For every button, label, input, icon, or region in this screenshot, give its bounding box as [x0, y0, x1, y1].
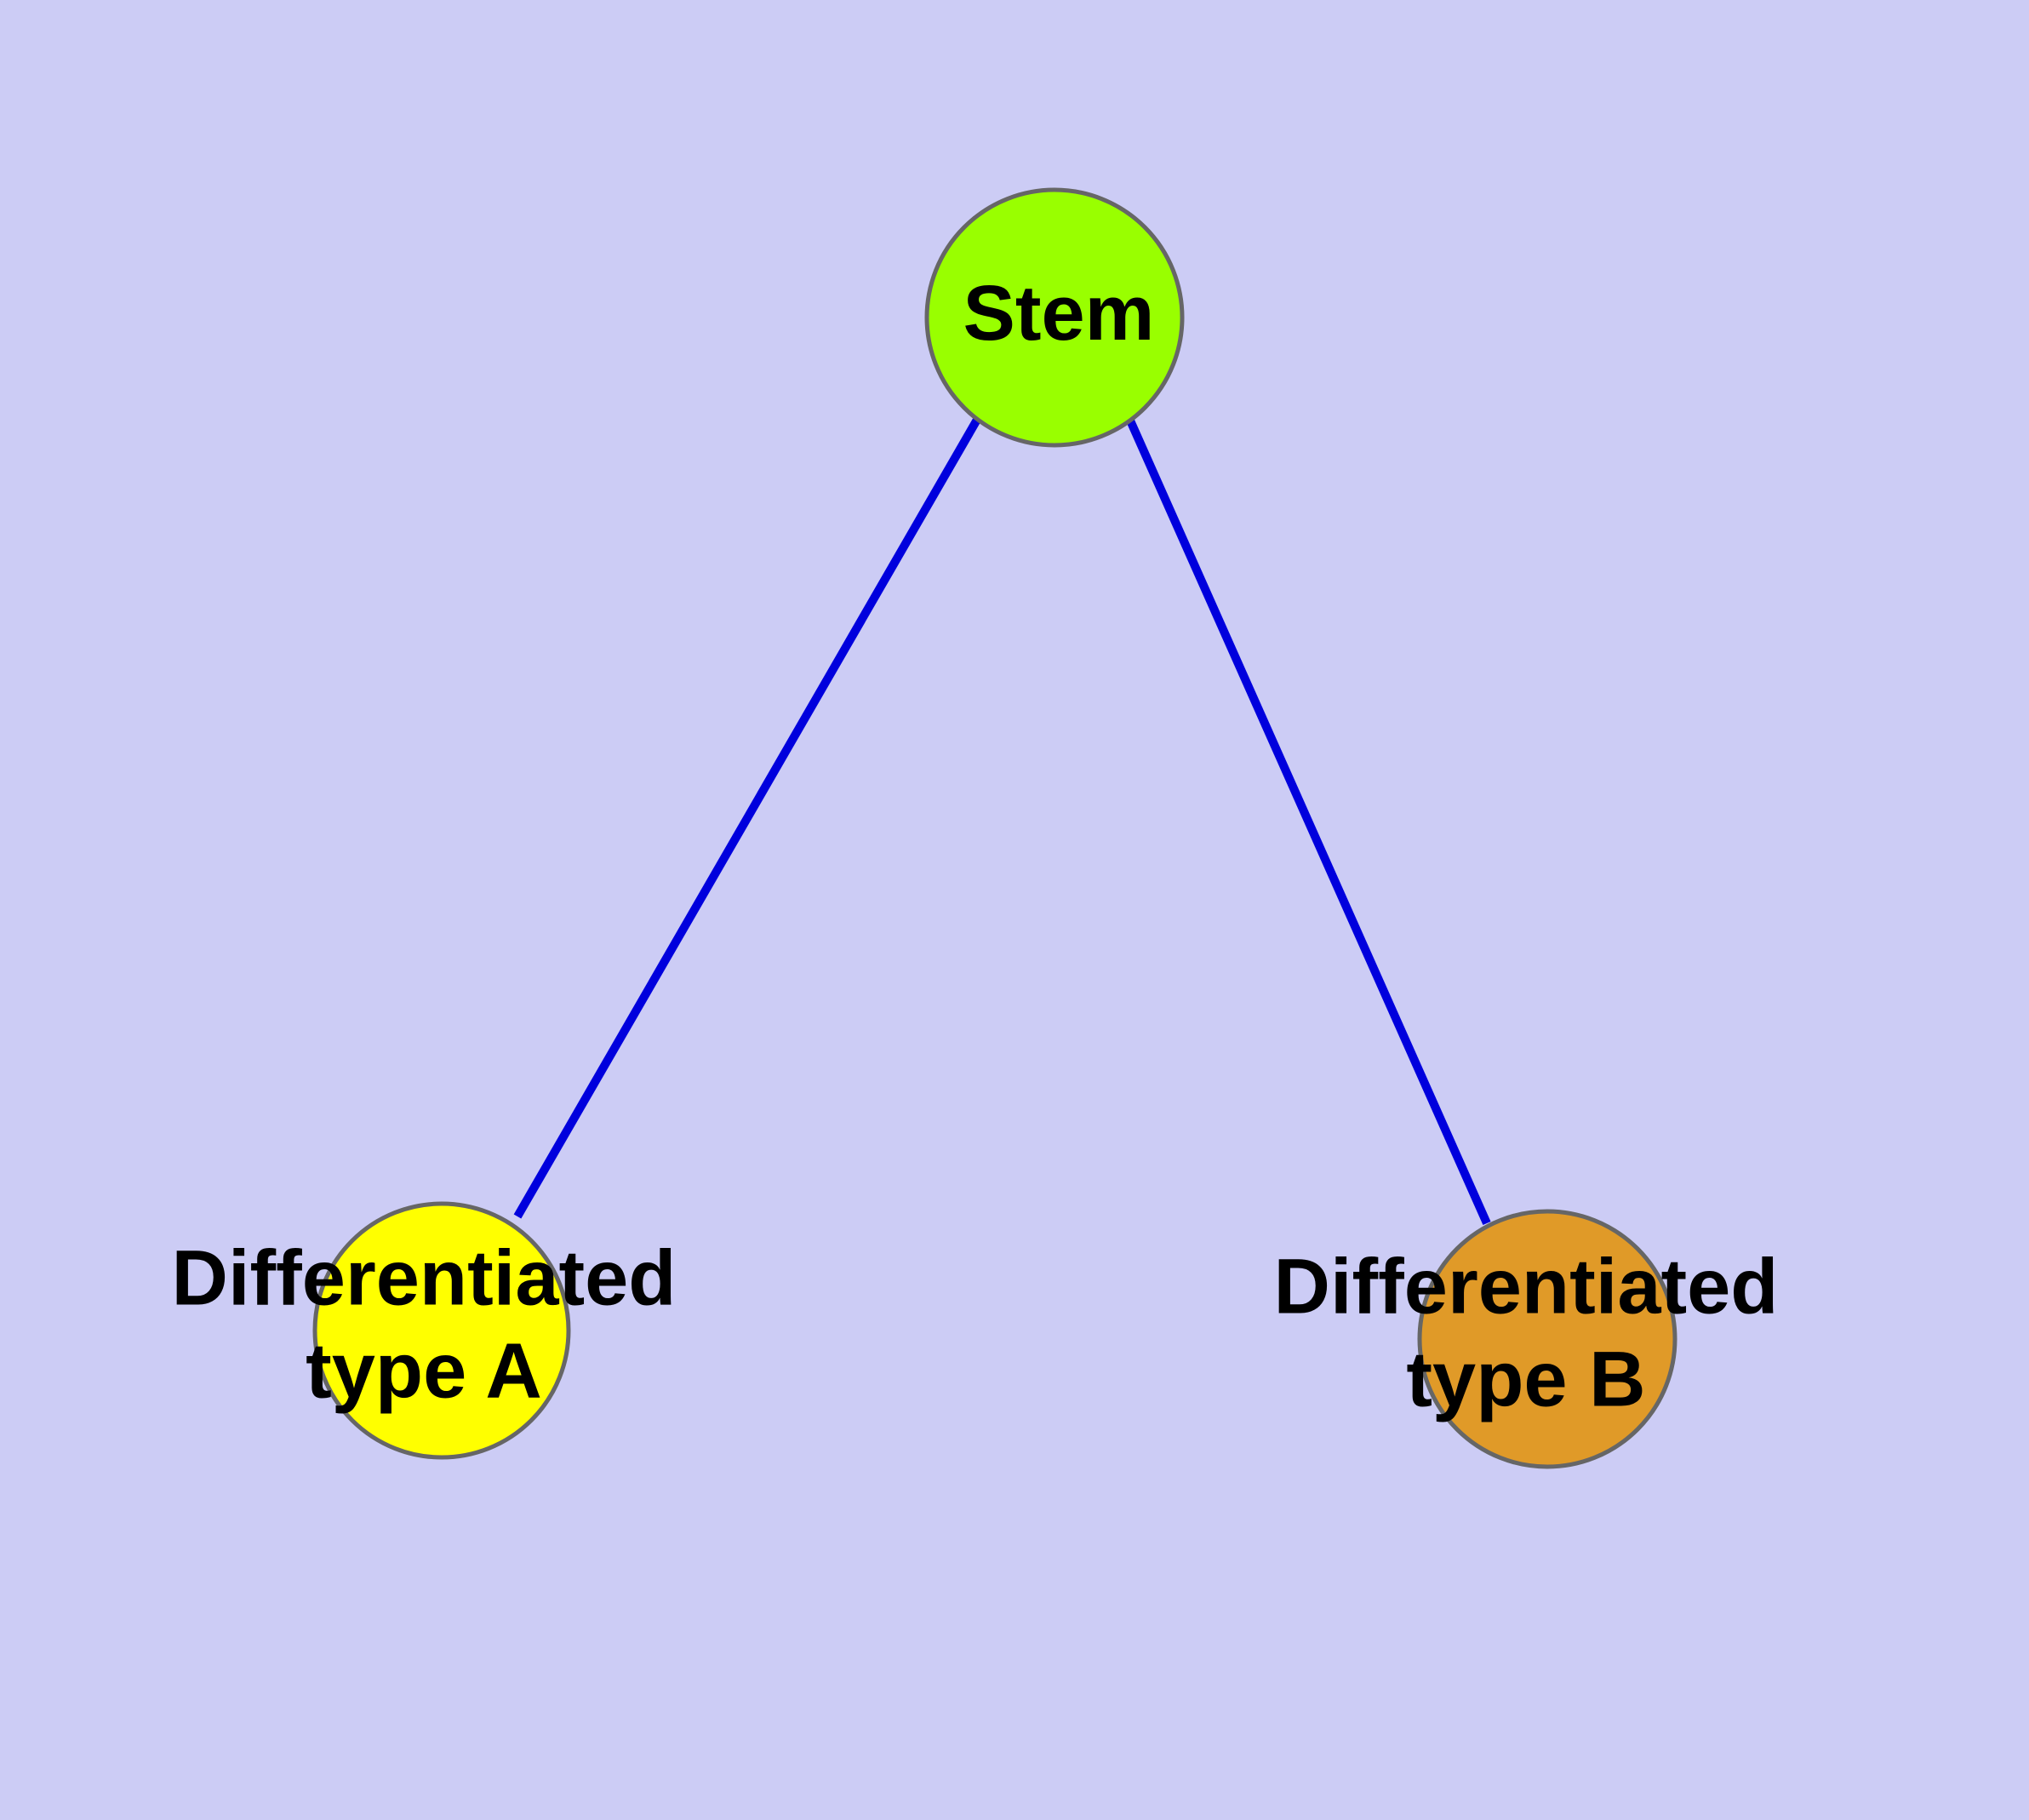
node-label-line: Stem — [963, 270, 1155, 357]
graph-edge-stem-to-diff-type-b[interactable] — [1126, 418, 1491, 1226]
node-label-line: type A — [306, 1328, 542, 1415]
edges-layer — [513, 417, 1491, 1226]
node-label-line: type B — [1406, 1336, 1645, 1423]
node-label-line: Differentiated — [172, 1235, 677, 1322]
node-circle-diff-type-a[interactable] — [312, 1201, 571, 1460]
node-circle-diff-type-b[interactable] — [1417, 1209, 1677, 1469]
node-circle-stem[interactable] — [924, 187, 1185, 448]
graph-node-stem[interactable]: Stem — [924, 187, 1185, 448]
node-label-stem: Stem — [963, 270, 1155, 357]
node-label-line: Differentiated — [1274, 1244, 1779, 1331]
graph-edge-stem-to-diff-type-a[interactable] — [513, 417, 981, 1219]
